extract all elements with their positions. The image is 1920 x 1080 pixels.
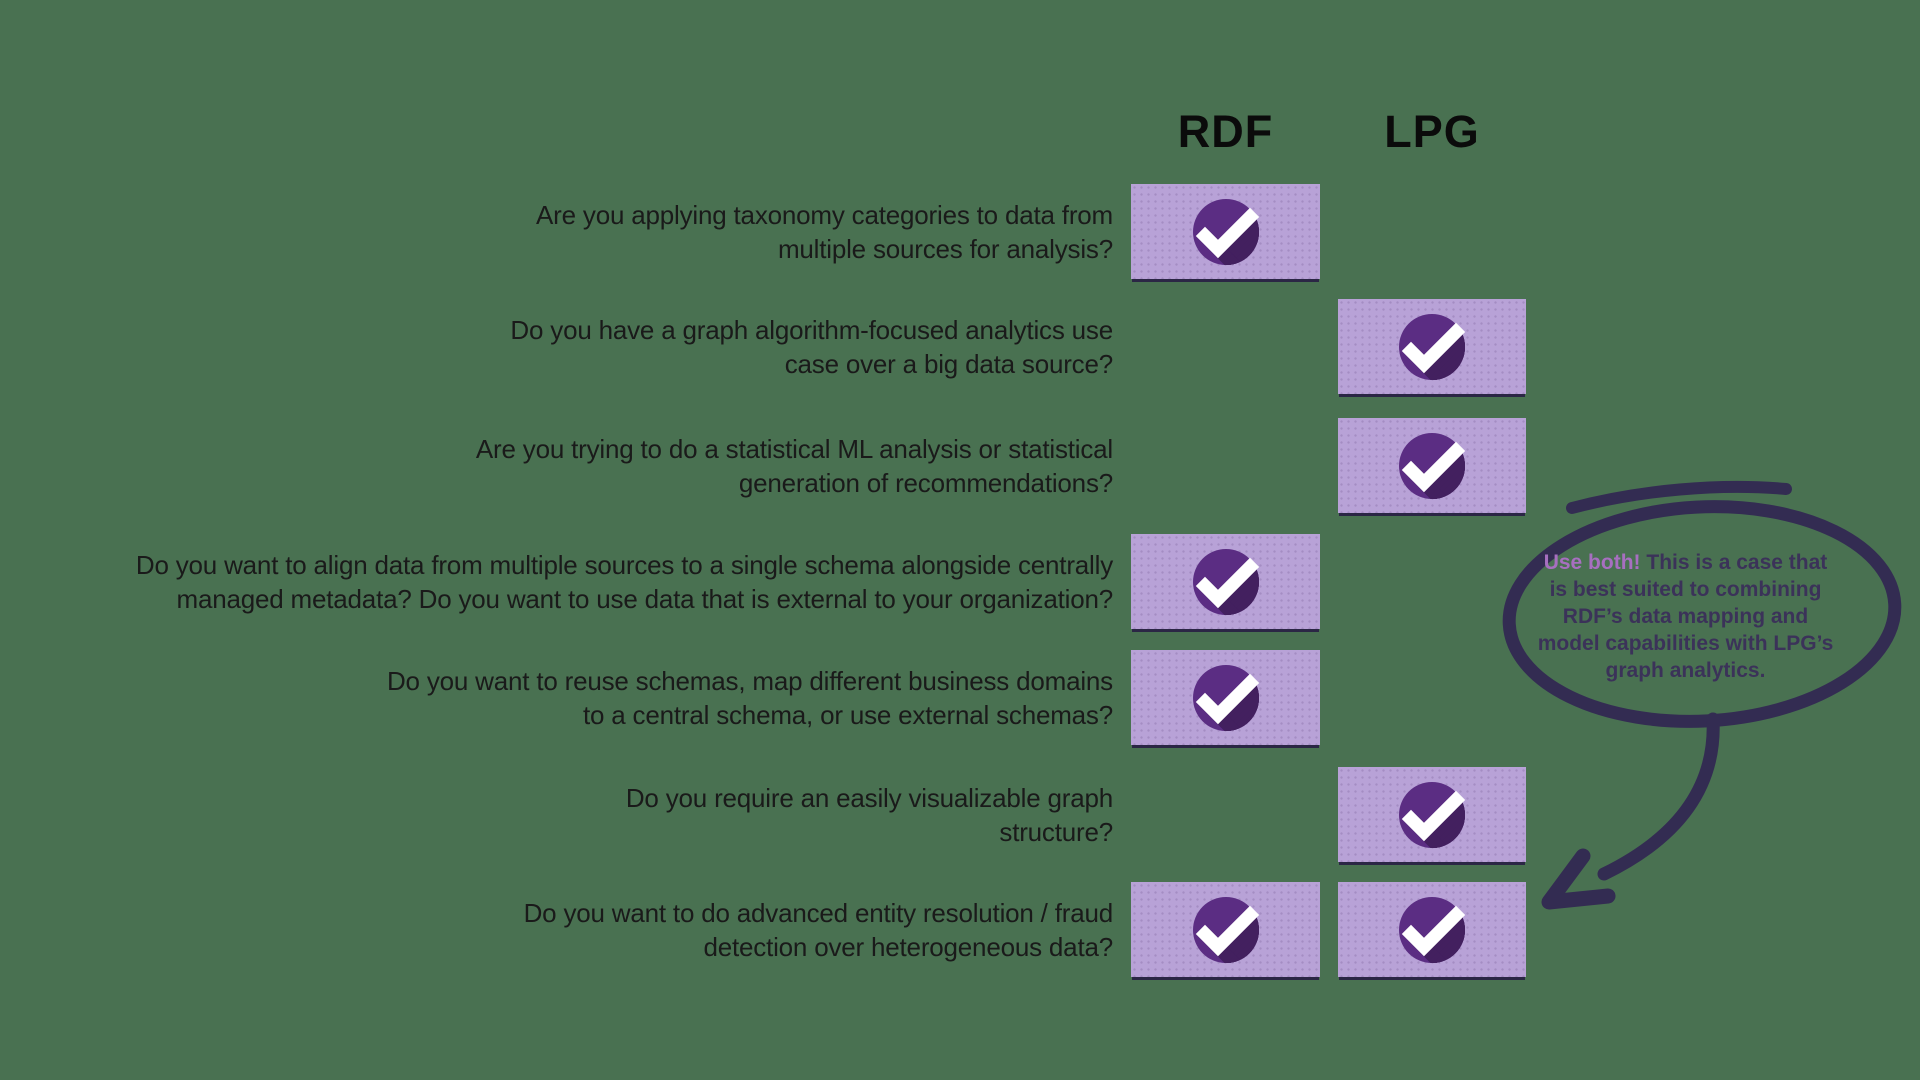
question-row-5: Do you want to reuse schemas, map differ… [0, 650, 1920, 745]
use-both-callout-drawing [1502, 480, 1902, 910]
column-header-rdf: RDF [1177, 106, 1274, 157]
checkmark-icon [1397, 312, 1467, 382]
question-row-2: Do you have a graph algorithm-focused an… [0, 299, 1920, 394]
rdf-check-cell-4 [1131, 534, 1320, 629]
question-row-4: Do you want to align data from multiple … [0, 534, 1920, 629]
question-text-3: Are you trying to do a statistical ML an… [475, 433, 1113, 498]
question-text-4: Do you want to align data from multiple … [135, 549, 1113, 614]
checkmark-icon [1191, 547, 1261, 617]
callout-arrowhead-icon [1541, 848, 1616, 910]
callout-tail-swoosh [1566, 480, 1792, 514]
checkmark-icon [1191, 895, 1261, 965]
question-text-6: Do you require an easily visualizable gr… [625, 782, 1113, 847]
use-both-callout-text: Use both! This is a case that is best su… [1513, 549, 1858, 684]
question-text-2: Do you have a graph algorithm-focused an… [510, 314, 1113, 379]
question-row-7: Do you want to do advanced entity resolu… [0, 882, 1920, 977]
question-text-1: Are you applying taxonomy categories to … [536, 199, 1113, 264]
callout-arrow-stem [1597, 712, 1720, 881]
lpg-check-cell-7 [1338, 882, 1526, 977]
rdf-check-cell-7 [1131, 882, 1320, 977]
question-row-6: Do you require an easily visualizable gr… [0, 767, 1920, 862]
rdf-check-cell-1 [1131, 184, 1320, 279]
checkmark-icon [1191, 663, 1261, 733]
question-text-5: Do you want to reuse schemas, map differ… [386, 665, 1113, 730]
question-row-3: Are you trying to do a statistical ML an… [0, 418, 1920, 513]
column-header-lpg: LPG [1384, 106, 1480, 157]
lpg-check-cell-6 [1338, 767, 1526, 862]
checkmark-icon [1191, 197, 1261, 267]
callout-highlight: Use both! [1543, 551, 1641, 574]
lpg-check-cell-3 [1338, 418, 1526, 513]
question-row-1: Are you applying taxonomy categories to … [0, 184, 1920, 279]
lpg-check-cell-2 [1338, 299, 1526, 394]
callout-line-1: Use both! This is a case that [1513, 549, 1858, 576]
callout-line-1-rest: This is a case that [1640, 551, 1828, 574]
question-text-7: Do you want to do advanced entity resolu… [523, 897, 1114, 962]
rdf-check-cell-5 [1131, 650, 1320, 745]
